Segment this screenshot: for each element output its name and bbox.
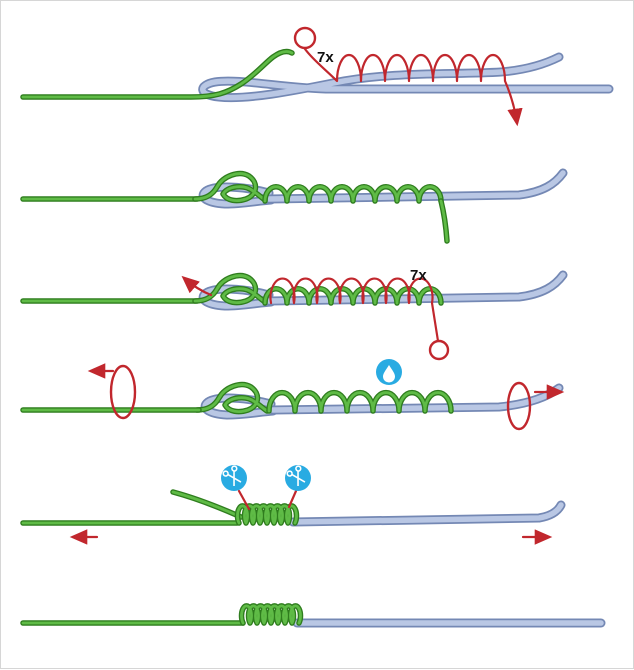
scissors-glyph (286, 465, 306, 487)
pull-direction-arrow (181, 275, 213, 297)
pull-loop-marker (109, 364, 137, 420)
step-4 (23, 359, 565, 431)
water-droplet-icon (376, 359, 402, 385)
pull-loop-marker (506, 381, 532, 431)
step-1: 7x (21, 26, 609, 127)
step-5 (23, 465, 561, 545)
braid-line (21, 50, 294, 99)
step-6 (23, 606, 601, 623)
wrap-guide-coil (303, 47, 523, 127)
wrap-guide-coil (269, 277, 440, 343)
braid-tag-end (171, 490, 243, 519)
step-3: 7x (23, 267, 563, 361)
tag-end-circle-marker (293, 26, 317, 50)
wrap-count-label: 7x (410, 267, 427, 284)
step-2 (23, 173, 563, 241)
cut-pointer-line (237, 489, 251, 511)
scissors-icon (285, 465, 311, 491)
leader-line (293, 505, 561, 522)
cut-pointer-line (287, 489, 298, 509)
scissors-glyph (222, 465, 242, 487)
step-4-knot (197, 385, 273, 415)
droplet-glyph (383, 365, 395, 383)
scissors-icon (221, 465, 247, 491)
tag-end-circle-marker (428, 339, 450, 361)
wrap-count-label: 7x (317, 49, 334, 66)
